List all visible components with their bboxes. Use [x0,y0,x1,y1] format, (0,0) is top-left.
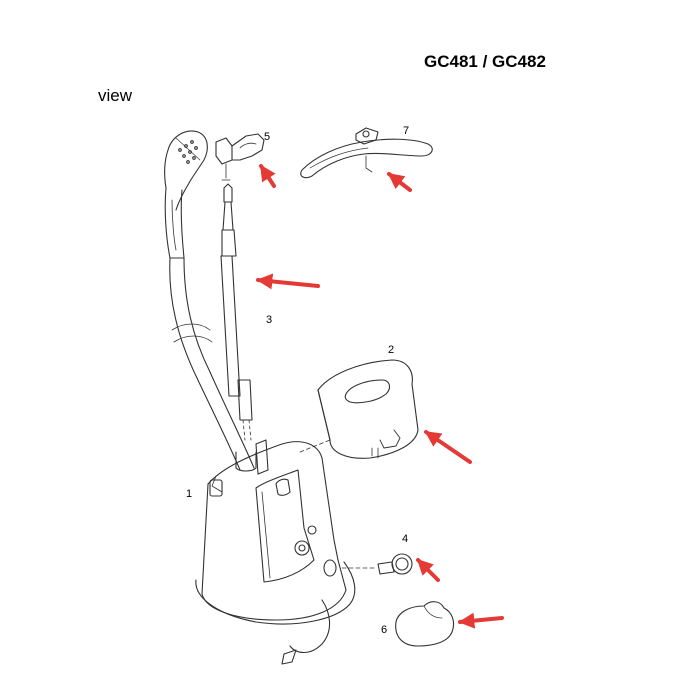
part-number-2: 2 [388,344,395,356]
water-tank [299,359,419,459]
steam-head-and-hose [164,130,255,471]
arrow-to-part-5 [259,164,276,188]
part-number-1: 1 [186,488,193,500]
garment-hanger [300,127,433,179]
protective-glove [395,601,455,647]
part-number-6: 6 [381,624,388,636]
part-number-4: 4 [402,533,409,545]
pole-clip [215,133,265,181]
telescopic-pole [220,183,253,441]
part-number-3: 3 [266,314,273,326]
model-title: GC481 / GC482 [424,52,546,71]
arrow-to-part-2 [424,430,472,464]
view-label: view [98,86,133,105]
hose-connector [341,553,413,575]
part-number-5: 5 [264,131,271,143]
base-unit [195,439,356,665]
arrow-to-part-7 [387,172,412,192]
arrow-to-part-6 [458,612,504,629]
part-number-7: 7 [403,125,410,137]
arrow-to-part-4 [416,558,440,582]
arrow-to-part-3 [256,273,320,290]
